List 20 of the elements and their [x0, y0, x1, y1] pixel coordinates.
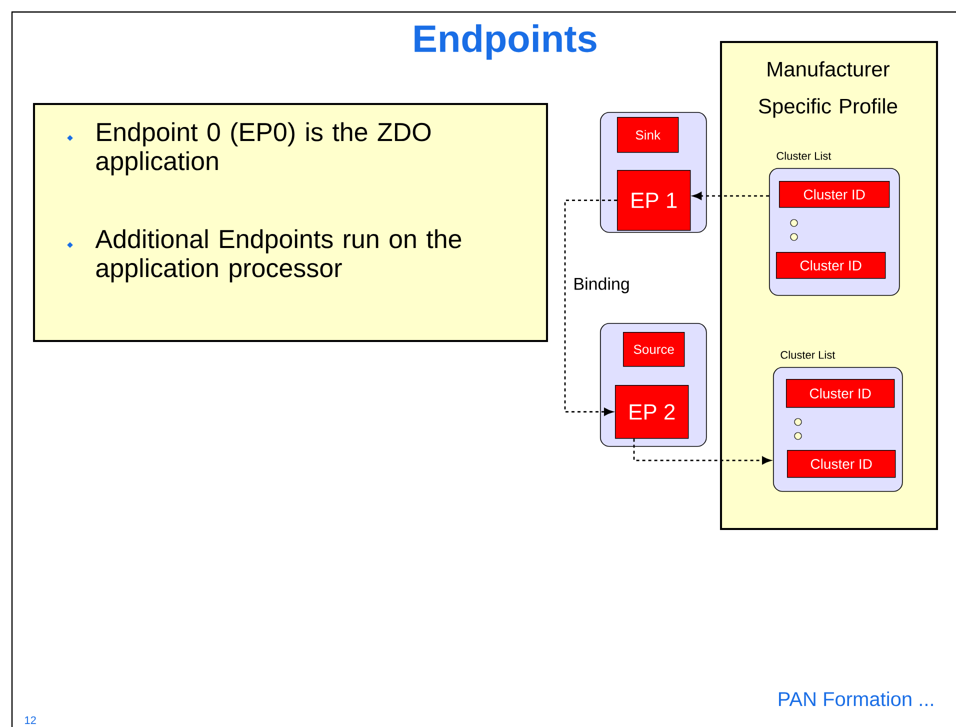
panel-heading: Manufacturer Specific Profile	[758, 61, 898, 118]
endpoint-box: EP 2	[615, 385, 689, 439]
edge-label: Binding	[572, 276, 631, 294]
cluster-box: Cluster ID	[779, 181, 890, 208]
bullet-text: Endpoint 0 (EP0) is the ZDO application	[96, 122, 431, 176]
list-heading: Cluster List	[780, 350, 836, 359]
cluster-box: Cluster ID	[787, 450, 896, 478]
label-box: Sink	[617, 117, 679, 153]
endpoint-box: EP 1	[617, 170, 691, 231]
cluster-box: Cluster ID	[786, 379, 895, 408]
bullet-text: Additional Endpoints run on the application processor	[95, 229, 462, 282]
arrow	[564, 200, 617, 416]
list-heading: Cluster List	[776, 152, 832, 160]
arrow	[633, 438, 772, 464]
title: Endpoints	[414, 24, 596, 60]
cluster-box: Cluster ID	[776, 252, 886, 279]
arrow	[692, 192, 769, 200]
label-box: Source	[623, 332, 685, 367]
page-number: 12	[25, 716, 36, 724]
footer-link: PAN Formation ...	[779, 692, 933, 706]
